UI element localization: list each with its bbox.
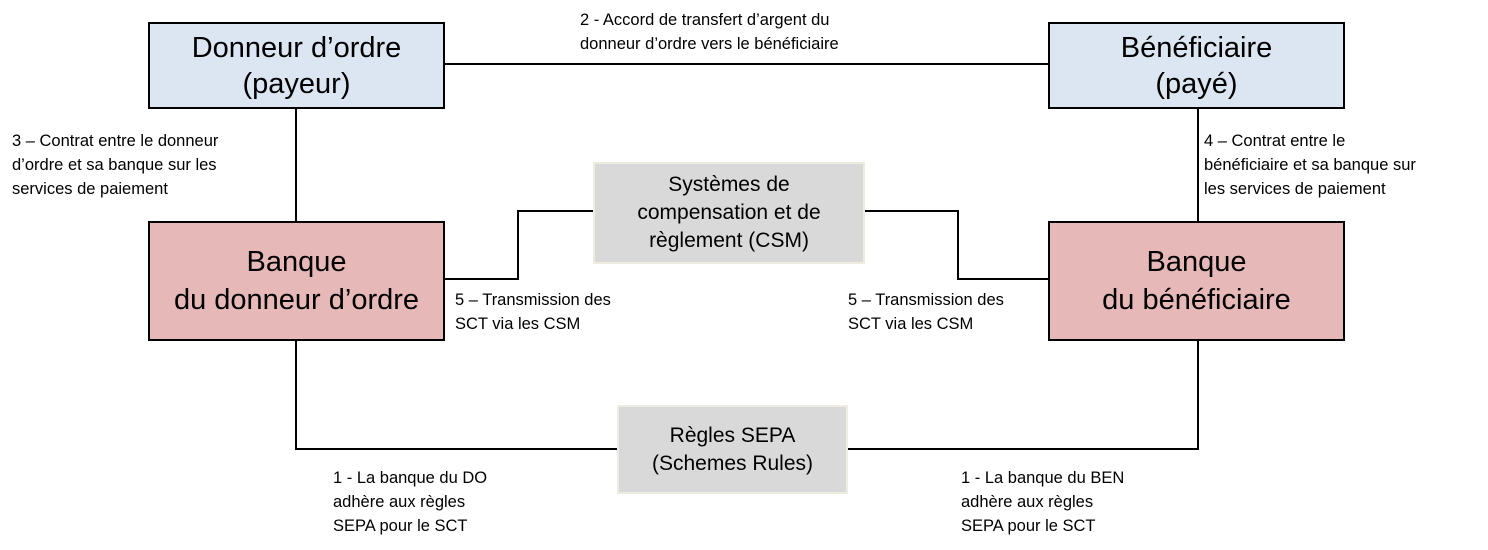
step1-left-label: 1 - La banque du DO adhère aux règles SE… <box>333 466 487 538</box>
label-line: 1 - La banque du DO <box>333 469 488 487</box>
payer-subtitle: (payeur) <box>242 67 351 100</box>
payer-box: Donneur d’ordre (payeur) <box>148 22 445 109</box>
label-line: SCT via les CSM <box>848 315 974 333</box>
sepa-subtitle: (Schemes Rules) <box>651 451 814 475</box>
label-line: 5 – Transmission des <box>848 291 1004 309</box>
step2-label: 2 - Accord de transfert d’argent du donn… <box>580 8 839 56</box>
payee-bank-subtitle: du bénéficiaire <box>1102 284 1291 316</box>
label-line: SEPA pour le SCT <box>333 517 468 535</box>
payee-subtitle: (payé) <box>1155 67 1238 100</box>
sepa-title: Règles SEPA <box>669 423 796 447</box>
payer-bank-subtitle: du donneur d’ordre <box>173 284 420 316</box>
step1-right-label: 1 - La banque du BEN adhère aux règles S… <box>961 466 1124 538</box>
label-line: bénéficiaire et sa banque sur <box>1204 156 1416 174</box>
payer-bank-box: Banque du donneur d’ordre <box>148 221 445 341</box>
payee-box: Bénéficiaire (payé) <box>1048 22 1345 109</box>
payee-title: Bénéficiaire <box>1120 31 1273 64</box>
csm-line: Systèmes de <box>668 173 790 196</box>
label-line: les services de paiement <box>1204 180 1386 198</box>
label-line: donneur d’ordre vers le bénéficiaire <box>580 35 839 53</box>
connector-payerbank-csm <box>444 210 593 280</box>
csm-line: règlement (CSM) <box>649 229 809 252</box>
csm-line: compensation et de <box>637 201 821 224</box>
label-line: 4 – Contrat entre le <box>1204 132 1346 150</box>
step4-label: 4 – Contrat entre le bénéficiaire et sa … <box>1204 129 1416 201</box>
payer-bank-title: Banque <box>246 246 347 278</box>
label-line: 5 – Transmission des <box>455 291 611 309</box>
label-line: services de paiement <box>12 180 168 198</box>
payee-bank-title: Banque <box>1146 246 1247 278</box>
label-line: SCT via les CSM <box>455 315 581 333</box>
label-line: d’ordre et sa banque sur les <box>12 156 217 174</box>
sepa-rules-box: Règles SEPA (Schemes Rules) <box>617 405 848 494</box>
payer-title: Donneur d’ordre <box>191 31 402 64</box>
label-line: adhère aux règles <box>333 493 466 511</box>
label-line: 2 - Accord de transfert d’argent du <box>580 11 830 29</box>
label-line: 1 - La banque du BEN <box>961 469 1125 487</box>
label-line: 3 – Contrat entre le donneur <box>12 132 219 150</box>
label-line: adhère aux règles <box>961 493 1094 511</box>
payee-bank-box: Banque du bénéficiaire <box>1048 221 1345 341</box>
csm-box: Systèmes de compensation et de règlement… <box>593 162 865 264</box>
step3-label: 3 – Contrat entre le donneur d’ordre et … <box>12 129 218 201</box>
step5-left-label: 5 – Transmission des SCT via les CSM <box>455 288 611 336</box>
connector-payerbank-sepa <box>295 340 617 450</box>
connector-sepa-payeebank <box>848 340 1199 450</box>
label-line: SEPA pour le SCT <box>961 517 1096 535</box>
connector-csm-payeebank <box>865 210 1048 280</box>
step5-right-label: 5 – Transmission des SCT via les CSM <box>848 288 1004 336</box>
